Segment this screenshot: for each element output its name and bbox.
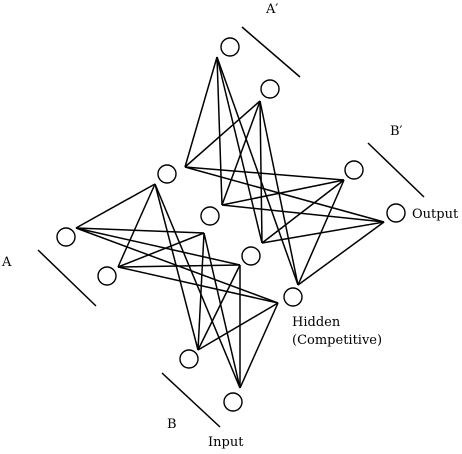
edge xyxy=(75,227,205,234)
label-a-prime: A′ xyxy=(265,2,278,17)
node-b-2 xyxy=(223,392,243,412)
edge xyxy=(261,179,345,244)
node-b-1 xyxy=(179,349,199,369)
edge xyxy=(197,264,241,351)
edge xyxy=(259,100,263,244)
edge xyxy=(117,232,205,268)
layer-line-b-prime xyxy=(367,142,425,198)
edge xyxy=(184,166,385,223)
layer-line-a xyxy=(37,249,97,307)
label-a: A xyxy=(1,255,12,270)
edge xyxy=(203,232,241,389)
layer-line-a-prime xyxy=(241,26,301,78)
nodes xyxy=(56,37,406,412)
edge xyxy=(197,232,205,351)
layer-line-b xyxy=(161,372,221,428)
node-a-prime-1 xyxy=(220,37,240,57)
edge xyxy=(184,166,345,181)
connection-edges xyxy=(75,56,385,389)
edge xyxy=(221,179,345,206)
edge xyxy=(117,183,156,268)
edge xyxy=(154,183,241,389)
node-b-prime-2 xyxy=(386,203,406,223)
labels: A′ B′ Output A Hidden (Competitive) B In… xyxy=(1,2,459,450)
edge xyxy=(297,221,385,286)
label-b: B xyxy=(167,417,177,432)
label-hidden: Hidden xyxy=(292,315,341,330)
label-hidden-competitive: (Competitive) xyxy=(292,333,382,348)
edge xyxy=(117,266,279,304)
layer-lines xyxy=(37,26,425,428)
label-input: Input xyxy=(208,435,244,450)
label-b-prime: B′ xyxy=(390,124,403,139)
edge xyxy=(216,56,223,206)
edge xyxy=(184,56,218,168)
edge xyxy=(221,100,261,206)
edge xyxy=(197,302,279,351)
edge xyxy=(261,221,385,244)
edge xyxy=(216,56,299,286)
node-a-1 xyxy=(56,227,76,247)
node-a-2 xyxy=(97,266,117,286)
edge xyxy=(154,183,199,351)
node-hidden-1 xyxy=(157,164,177,184)
node-hidden-3 xyxy=(241,246,261,266)
label-output: Output xyxy=(412,207,459,222)
edge xyxy=(216,56,263,244)
node-hidden-2 xyxy=(200,206,220,226)
edge xyxy=(75,183,156,229)
node-b-prime-1 xyxy=(344,160,364,180)
node-hidden-4 xyxy=(283,287,303,307)
edge xyxy=(117,264,241,268)
edge xyxy=(239,302,279,389)
edge xyxy=(184,100,261,168)
edge xyxy=(221,204,385,223)
node-a-prime-2 xyxy=(260,79,280,99)
edge xyxy=(75,227,241,266)
